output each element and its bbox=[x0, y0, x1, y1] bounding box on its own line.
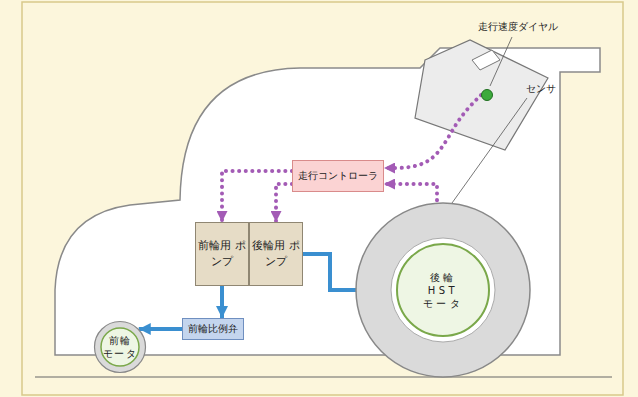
oil-arrow bbox=[220, 286, 224, 318]
controller-box: 走行コントローラ bbox=[292, 160, 384, 192]
ground-line bbox=[35, 376, 612, 377]
node-label: 前輪比例弁 bbox=[188, 322, 238, 336]
node-label: センサ bbox=[526, 82, 556, 96]
node-label: 走行コントローラ bbox=[298, 169, 378, 183]
node-label: 後輪 HST モータ bbox=[417, 271, 469, 310]
leader-line bbox=[442, 98, 527, 217]
node-label: 後輪用 ポンプ bbox=[252, 238, 300, 270]
front-wheel-motor: 前輪 モータ bbox=[94, 321, 146, 373]
leader-line bbox=[490, 37, 512, 86]
front-wheel-motor-shape bbox=[94, 321, 146, 373]
dial-lever bbox=[472, 50, 500, 70]
node-label: 前輪 モータ bbox=[100, 334, 140, 360]
node-label: 走行速度ダイヤル bbox=[478, 20, 558, 34]
rear-wheel-motor: センサ後輪 HST モータ bbox=[355, 202, 531, 378]
frame bbox=[22, 2, 623, 395]
valve-box: 前輪比例弁 bbox=[182, 318, 244, 340]
speed-dial: 走行速度ダイヤル bbox=[481, 89, 493, 101]
signal-arrow bbox=[276, 184, 292, 222]
node-label: 前輪用 ポンプ bbox=[198, 238, 246, 270]
pump-box: 前輪用 ポンプ bbox=[195, 222, 249, 286]
signal-arrow bbox=[384, 95, 481, 168]
speed-dial-shape bbox=[481, 89, 493, 101]
dial-panel bbox=[415, 40, 548, 150]
pump-box: 後輪用 ポンプ bbox=[249, 222, 303, 286]
signal-arrow bbox=[222, 171, 292, 222]
oil-arrow bbox=[139, 327, 182, 331]
